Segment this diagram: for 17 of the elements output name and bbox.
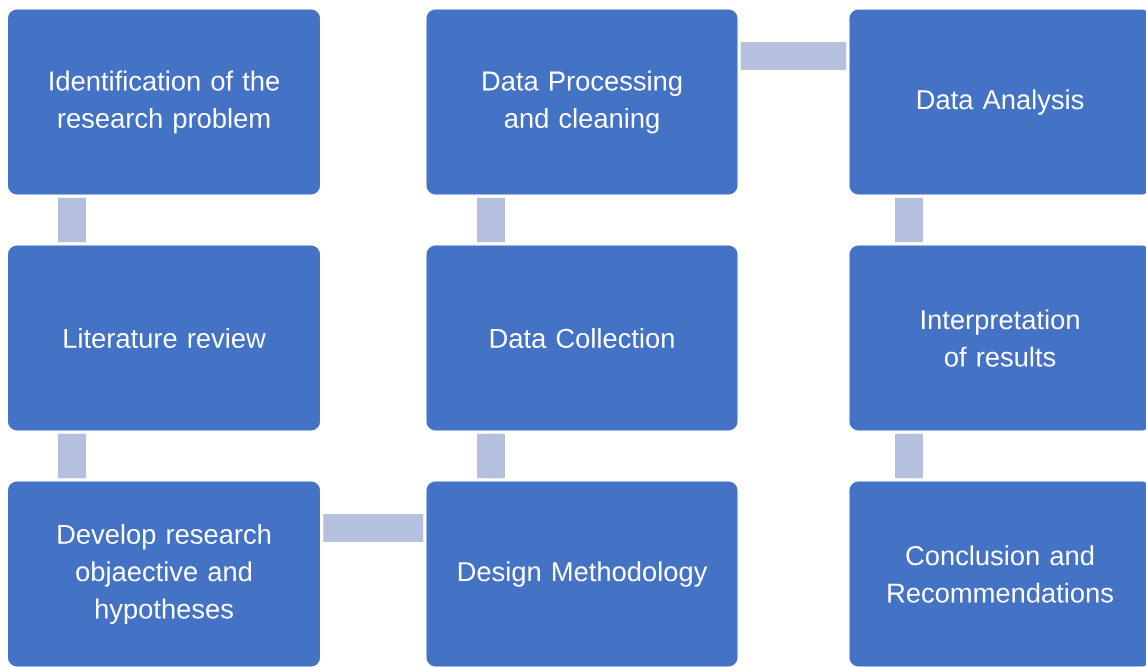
process-box: Develop research objaective and hypotheses bbox=[8, 481, 320, 667]
process-box: Identification of the research problem bbox=[8, 9, 320, 195]
connector-bar bbox=[477, 197, 505, 243]
process-box: Data Analysis bbox=[849, 9, 1146, 195]
connector-bar bbox=[477, 433, 505, 479]
process-box: Conclusion and Recommendations bbox=[849, 481, 1146, 667]
process-box: Interpretation of results bbox=[849, 245, 1146, 431]
process-box: Data Processing and cleaning bbox=[426, 9, 738, 195]
connector-bar bbox=[58, 433, 86, 479]
process-box: Literature review bbox=[8, 245, 320, 431]
connector-bar bbox=[895, 197, 923, 243]
connector-bar bbox=[740, 42, 847, 70]
process-box: Data Collection bbox=[426, 245, 738, 431]
connector-bar bbox=[895, 433, 923, 479]
connector-bar bbox=[58, 197, 86, 243]
process-box: Design Methodology bbox=[426, 481, 738, 667]
connector-bar bbox=[323, 514, 424, 542]
